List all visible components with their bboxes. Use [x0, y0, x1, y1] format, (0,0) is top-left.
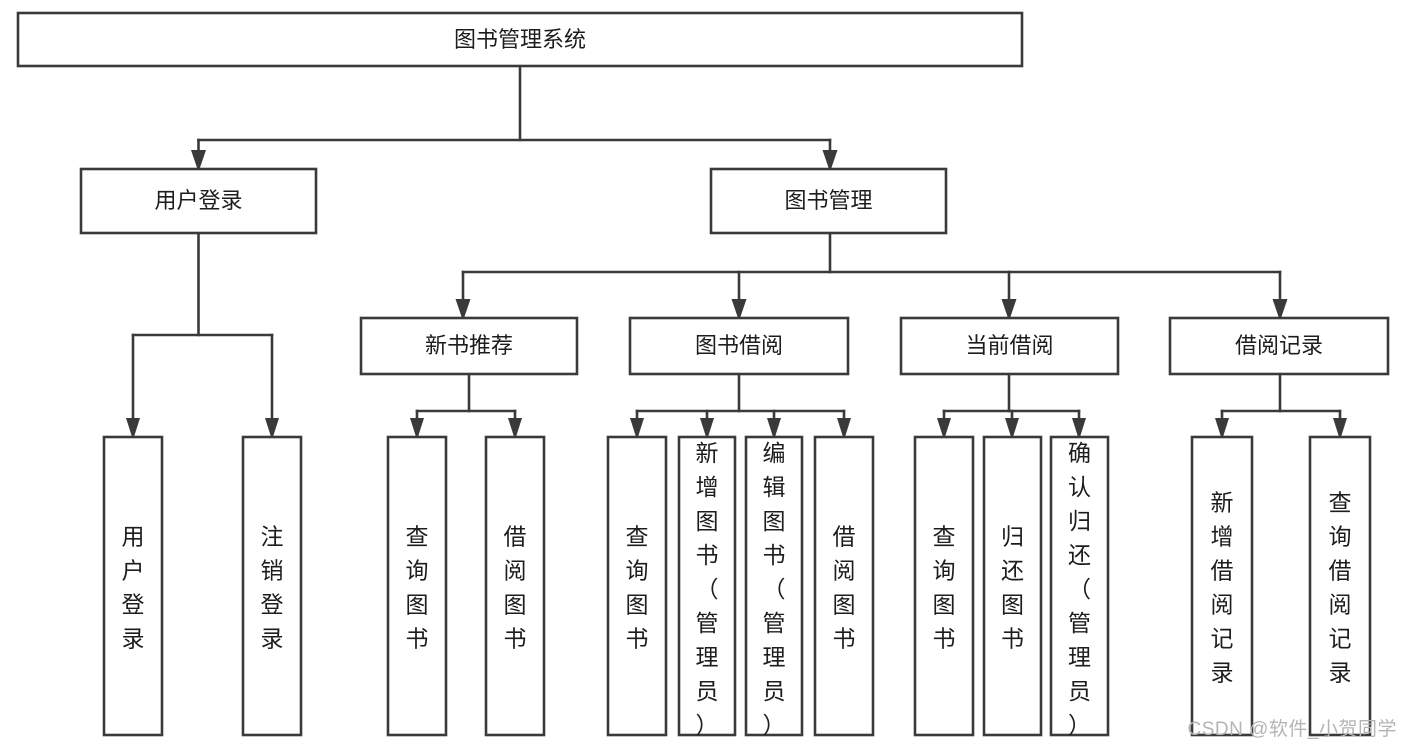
- arrow-icon-to-leaf-borrow-book-recommend: [508, 418, 522, 440]
- arrowhead-layer: [126, 150, 1347, 440]
- node-borrow-record-box: [1168, 316, 1390, 376]
- node-new-book-recommend-label: 新书推荐: [425, 333, 513, 358]
- node-book-borrow[interactable]: 图书借阅: [628, 316, 850, 376]
- arrow-icon-to-leaf-add-book-admin: [700, 418, 714, 440]
- node-borrow-record[interactable]: 借阅记录: [1168, 316, 1390, 376]
- node-user-login[interactable]: 用户登录: [79, 167, 318, 235]
- node-leaf-query-book-recommend[interactable]: 查询图书: [386, 435, 448, 737]
- node-leaf-add-borrow-record[interactable]: 新增借阅记录: [1190, 435, 1254, 737]
- node-leaf-user-login-box: [102, 435, 164, 737]
- node-leaf-return-book-label: 归还图书: [1001, 524, 1024, 652]
- node-leaf-query-book-borrow[interactable]: 查询图书: [606, 435, 668, 737]
- node-leaf-query-borrow-record-box: [1308, 435, 1372, 737]
- node-leaf-query-book-recommend-label: 查询图书: [406, 524, 429, 652]
- arrow-icon-to-leaf-user-logout: [265, 418, 279, 440]
- arrow-icon-to-book-management: [822, 150, 838, 172]
- node-leaf-borrow-book[interactable]: 借阅图书: [813, 435, 875, 737]
- node-root[interactable]: 图书管理系统: [16, 11, 1024, 68]
- arrow-icon-to-leaf-add-borrow-record: [1215, 418, 1229, 440]
- node-leaf-add-borrow-record-box: [1190, 435, 1254, 737]
- node-leaf-borrow-book-box: [813, 435, 875, 737]
- node-leaf-user-login[interactable]: 用户登录: [102, 435, 164, 737]
- node-leaf-user-logout[interactable]: 注销登录: [241, 435, 303, 737]
- arrow-icon-to-leaf-query-book-borrow: [630, 418, 644, 440]
- node-book-management-box: [709, 167, 948, 235]
- node-leaf-query-book-current-label: 查询图书: [933, 524, 956, 652]
- node-leaf-add-book-admin[interactable]: 新增图书（管理员）: [677, 435, 737, 738]
- node-leaf-return-book-box: [982, 435, 1043, 737]
- arrow-icon-to-leaf-return-book: [1005, 418, 1019, 440]
- node-current-borrow-box: [899, 316, 1120, 376]
- node-current-borrow[interactable]: 当前借阅: [899, 316, 1120, 376]
- arrow-icon-to-user-login: [191, 150, 206, 172]
- node-leaf-edit-book-admin[interactable]: 编辑图书（管理员）: [744, 435, 804, 738]
- node-book-management[interactable]: 图书管理: [709, 167, 948, 235]
- node-leaf-confirm-return-admin[interactable]: 确认归还（管理员）: [1049, 435, 1110, 738]
- node-leaf-add-borrow-record-label: 新增借阅记录: [1211, 490, 1234, 686]
- node-book-borrow-box: [628, 316, 850, 376]
- node-book-borrow-label: 图书借阅: [695, 333, 783, 358]
- node-user-login-box: [79, 167, 318, 235]
- node-borrow-record-label: 借阅记录: [1235, 333, 1323, 358]
- node-leaf-query-borrow-record-label: 查询借阅记录: [1329, 490, 1352, 686]
- node-leaf-add-book-admin-box: [677, 435, 737, 737]
- arrow-icon-to-leaf-query-book-current: [937, 418, 951, 440]
- node-new-book-recommend-box: [359, 316, 579, 376]
- arrow-icon-to-leaf-borrow-book: [837, 418, 851, 440]
- arrow-icon-to-new-book-recommend: [455, 299, 471, 321]
- node-leaf-query-book-current-box: [913, 435, 975, 737]
- arrow-icon-to-leaf-edit-book-admin: [767, 418, 781, 440]
- node-leaf-query-book-borrow-box: [606, 435, 668, 737]
- node-leaf-confirm-return-admin-box: [1049, 435, 1110, 737]
- node-leaf-query-book-recommend-box: [386, 435, 448, 737]
- node-user-login-label: 用户登录: [154, 188, 242, 213]
- node-leaf-confirm-return-admin-label: 确认归还（管理员）: [1068, 440, 1091, 738]
- node-leaf-borrow-book-recommend[interactable]: 借阅图书: [484, 435, 546, 737]
- node-leaf-edit-book-admin-box: [744, 435, 804, 737]
- node-leaf-query-borrow-record[interactable]: 查询借阅记录: [1308, 435, 1372, 737]
- node-new-book-recommend[interactable]: 新书推荐: [359, 316, 579, 376]
- node-leaf-borrow-book-recommend-label: 借阅图书: [504, 524, 527, 652]
- node-book-management-label: 图书管理: [784, 188, 872, 213]
- node-leaf-user-login-label: 用户登录: [122, 524, 145, 652]
- node-leaf-query-book-borrow-label: 查询图书: [626, 524, 649, 652]
- arrow-icon-to-borrow-record: [1272, 299, 1288, 321]
- node-leaf-edit-book-admin-label: 编辑图书（管理员）: [763, 440, 786, 738]
- node-current-borrow-label: 当前借阅: [965, 333, 1053, 358]
- arrow-icon-to-leaf-confirm-return-admin: [1072, 418, 1086, 440]
- arrow-icon-to-leaf-query-book-recommend: [410, 418, 424, 440]
- node-root-box: [16, 11, 1024, 68]
- arrow-icon-to-current-borrow: [1001, 299, 1017, 321]
- arrow-icon-to-book-borrow: [731, 299, 747, 321]
- node-leaf-user-logout-label: 注销登录: [261, 524, 284, 652]
- csdn-watermark: CSDN @软件_小贺同学: [1187, 719, 1397, 740]
- node-leaf-query-book-current[interactable]: 查询图书: [913, 435, 975, 737]
- leaf-node-layer: 用户登录 注销登录 查询图书 借阅图书 查询图书 新增图书（管理员）: [102, 435, 1372, 738]
- node-leaf-add-book-admin-label: 新增图书（管理员）: [696, 440, 719, 738]
- arrow-icon-to-leaf-user-login: [126, 418, 140, 440]
- node-root-label: 图书管理系统: [454, 27, 586, 52]
- node-leaf-borrow-book-label: 借阅图书: [833, 524, 856, 652]
- node-leaf-user-logout-box: [241, 435, 303, 737]
- node-leaf-return-book[interactable]: 归还图书: [982, 435, 1043, 737]
- arrow-icon-to-leaf-query-borrow-record: [1333, 418, 1347, 440]
- node-leaf-borrow-book-recommend-box: [484, 435, 546, 737]
